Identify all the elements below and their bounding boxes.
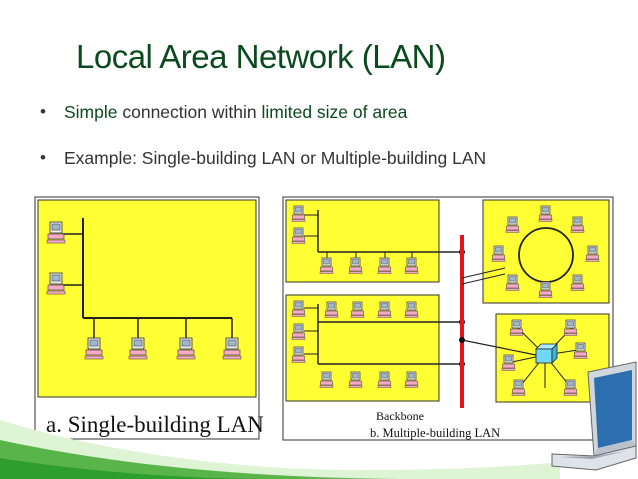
pc-icon <box>509 319 524 336</box>
building-a <box>37 199 257 398</box>
pc-icon <box>570 216 585 233</box>
figure-b: Backbone b. Multiple-building LAN <box>282 196 614 441</box>
pc-icon <box>291 205 306 222</box>
highlight-text: Simple <box>64 102 118 122</box>
pc-icon <box>570 274 585 291</box>
pc-icon <box>377 371 392 388</box>
pc-icon <box>319 257 334 274</box>
pc-icon <box>377 257 392 274</box>
pc-icon <box>404 371 419 388</box>
backbone-label: Backbone <box>376 409 424 423</box>
highlight-text: limited size of area <box>261 102 408 122</box>
pc-icon <box>538 205 553 222</box>
bullet-item: • Simple connection within limited size … <box>40 100 620 146</box>
bullet-dot-icon: • <box>40 102 46 121</box>
swoosh-decoration <box>0 420 560 479</box>
pc-icon <box>128 337 148 360</box>
figure-a: a. Single-building LAN <box>34 196 264 440</box>
figure-b-caption: b. Multiple-building LAN <box>370 426 500 440</box>
pc-icon <box>404 257 419 274</box>
pc-icon <box>324 301 339 318</box>
pc-icon <box>511 379 526 396</box>
slide-title: Local Area Network (LAN) <box>76 38 446 75</box>
pc-icon <box>46 272 66 295</box>
pc-icon <box>348 257 363 274</box>
pc-icon <box>505 274 520 291</box>
pc-icon <box>538 281 553 298</box>
pc-icon <box>291 300 306 317</box>
bullet-dot-icon: • <box>40 148 46 167</box>
pc-icon <box>319 371 334 388</box>
pc-icon <box>350 301 365 318</box>
bullet-list: • Simple connection within limited size … <box>40 100 620 192</box>
bullet-text: Example: Single-building LAN or Multiple… <box>64 148 487 168</box>
pc-icon <box>585 245 600 262</box>
pc-icon <box>505 216 520 233</box>
pc-icon <box>501 354 516 371</box>
pc-icon <box>291 346 306 363</box>
pc-icon <box>404 301 419 318</box>
pc-icon <box>291 227 306 244</box>
pc-icon <box>348 371 363 388</box>
pc-icon <box>491 245 506 262</box>
bullet-item: • Example: Single-building LAN or Multip… <box>40 146 620 192</box>
pc-icon <box>176 337 196 360</box>
bullet-text: connection within <box>117 102 262 122</box>
pc-icon <box>291 323 306 340</box>
pc-icon <box>563 379 578 396</box>
pc-icon <box>563 319 578 336</box>
hub-icon <box>535 343 558 364</box>
pc-icon <box>573 342 588 359</box>
pc-icon <box>377 301 392 318</box>
pc-icon <box>222 337 242 360</box>
pc-icon <box>46 221 66 244</box>
laptop-icon <box>551 361 637 471</box>
pc-icon <box>84 337 104 360</box>
figure-a-caption: a. Single-building LAN <box>46 412 264 437</box>
